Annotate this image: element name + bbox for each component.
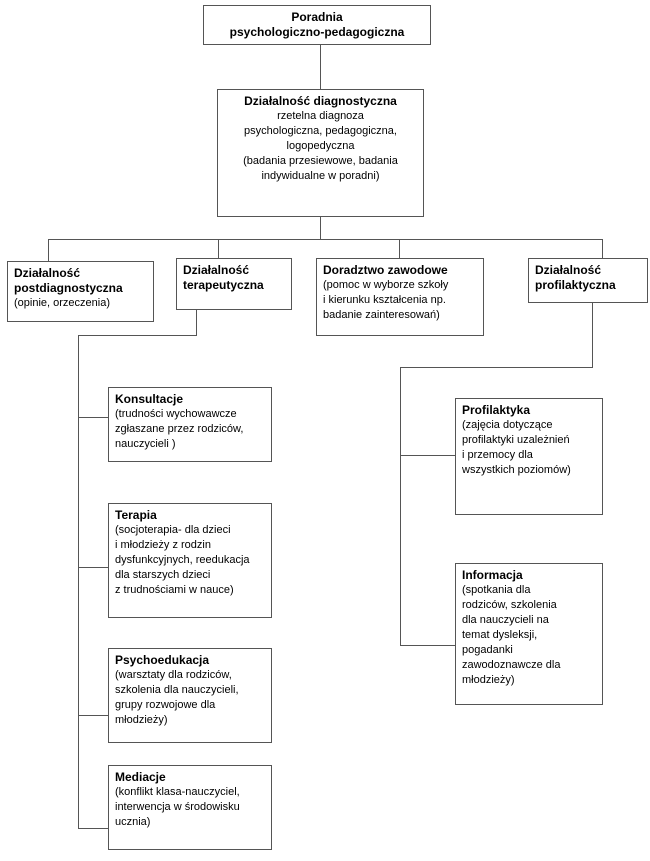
node-psychoedukacja: Psychoedukacja (warsztaty dla rodziców, … [108, 648, 272, 743]
node-doradztwo-zawodowe: Doradztwo zawodowe (pomoc w wyborze szko… [316, 258, 484, 336]
node-title: Mediacje [115, 770, 166, 784]
node-title: Działalność postdiagnostyczna [14, 266, 123, 295]
connector-stub-mediacje [78, 828, 108, 829]
connector-drop-doradztwo [399, 239, 400, 258]
node-terapia: Terapia (socjoterapia- dla dzieci i młod… [108, 503, 272, 618]
node-poradnia: Poradnia psychologiczno-pedagogiczna [203, 5, 431, 45]
connector-root-to-diagnostic [320, 45, 321, 89]
node-body: (socjoterapia- dla dzieci i młodzieży z … [115, 524, 250, 596]
node-body: (pomoc w wyborze szkoły i kierunku kszta… [323, 279, 449, 321]
node-body: (opinie, orzeczenia) [14, 297, 110, 309]
node-title: Poradnia psychologiczno-pedagogiczna [229, 10, 405, 39]
connector-drop-postdiagnostyczna [48, 239, 49, 261]
node-title: Terapia [115, 508, 157, 522]
connector-diagnostic-to-bus [320, 217, 321, 239]
node-body: (trudności wychowawcze zgłaszane przez r… [115, 408, 244, 450]
connector-right-rail [400, 367, 401, 645]
node-body: (warsztaty dla rodziców, szkolenia dla n… [115, 669, 239, 726]
node-body: (zajęcia dotyczące profilaktyki uzależni… [462, 419, 571, 476]
connector-drop-profilaktyczna [602, 239, 603, 258]
connector-terapeutyczna-down [196, 310, 197, 335]
node-dzialalnosc-terapeutyczna: Działalność terapeutyczna [176, 258, 292, 310]
connector-profilaktyczna-down [592, 303, 593, 367]
node-title: Działalność diagnostyczna [244, 94, 397, 108]
node-title: Psychoedukacja [115, 653, 210, 667]
node-informacja: Informacja (spotkania dla rodziców, szko… [455, 563, 603, 705]
connector-stub-informacja [400, 645, 455, 646]
node-title: Profilaktyka [462, 403, 531, 417]
node-title: Informacja [462, 568, 523, 582]
node-dzialalnosc-postdiagnostyczna: Działalność postdiagnostyczna (opinie, o… [7, 261, 154, 322]
node-profilaktyka: Profilaktyka (zajęcia dotyczące profilak… [455, 398, 603, 515]
node-title: Działalność terapeutyczna [183, 263, 264, 292]
connector-stub-terapia [78, 567, 108, 568]
node-body: (spotkania dla rodziców, szkolenia dla n… [462, 584, 561, 686]
connector-stub-psychoedukacja [78, 715, 108, 716]
connector-terapeutyczna-elbow [78, 335, 197, 336]
node-body: rzetelna diagnoza psychologiczna, pedago… [243, 110, 398, 182]
connector-left-rail [78, 335, 79, 828]
node-title: Działalność profilaktyczna [535, 263, 616, 292]
connector-drop-terapeutyczna [218, 239, 219, 258]
node-body: (konflikt klasa-nauczyciel, interwencja … [115, 786, 240, 828]
node-title: Doradztwo zawodowe [323, 263, 448, 277]
node-mediacje: Mediacje (konflikt klasa-nauczyciel, int… [108, 765, 272, 850]
connector-stub-konsultacje [78, 417, 108, 418]
node-title: Konsultacje [115, 392, 184, 406]
node-konsultacje: Konsultacje (trudności wychowawcze zgłas… [108, 387, 272, 462]
connector-stub-profilaktyka [400, 455, 455, 456]
connector-horizontal-bus [48, 239, 603, 240]
node-dzialalnosc-profilaktyczna: Działalność profilaktyczna [528, 258, 648, 303]
node-dzialalnosc-diagnostyczna: Działalność diagnostyczna rzetelna diagn… [217, 89, 424, 217]
connector-profilaktyczna-elbow [400, 367, 593, 368]
